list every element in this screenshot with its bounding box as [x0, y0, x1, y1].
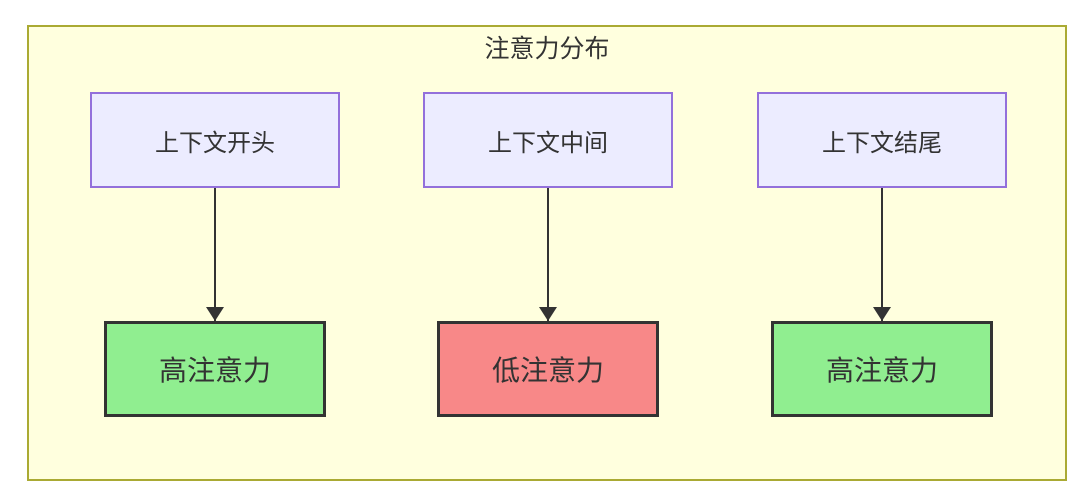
- arrowhead-icon: [206, 307, 224, 321]
- node-high-attention-2: 高注意力: [771, 321, 993, 417]
- arrowhead-icon: [539, 307, 557, 321]
- arrowhead-icon: [873, 307, 891, 321]
- node-label: 高注意力: [825, 355, 938, 386]
- node-label: 高注意力: [158, 355, 271, 386]
- flow-column-context-start: 上下文开头 高注意力: [90, 92, 340, 417]
- node-context-end: 上下文结尾: [757, 92, 1007, 188]
- flow-column-context-end: 上下文结尾 高注意力: [757, 92, 1007, 417]
- node-label: 上下文结尾: [822, 129, 942, 157]
- node-label: 低注意力: [491, 355, 604, 386]
- node-context-start: 上下文开头: [90, 92, 340, 188]
- node-label: 上下文开头: [155, 129, 275, 157]
- node-context-middle: 上下文中间: [423, 92, 673, 188]
- attention-distribution-cluster: 注意力分布 上下文开头 高注意力 上下文中间 低注意力: [27, 25, 1067, 481]
- down-arrow: [873, 188, 891, 321]
- node-low-attention: 低注意力: [437, 321, 659, 417]
- flow-column-context-middle: 上下文中间 低注意力: [423, 92, 673, 417]
- node-high-attention-1: 高注意力: [104, 321, 326, 417]
- down-arrow: [539, 188, 557, 321]
- down-arrow: [206, 188, 224, 321]
- node-label: 上下文中间: [488, 129, 608, 157]
- diagram-title: 注意力分布: [484, 35, 610, 63]
